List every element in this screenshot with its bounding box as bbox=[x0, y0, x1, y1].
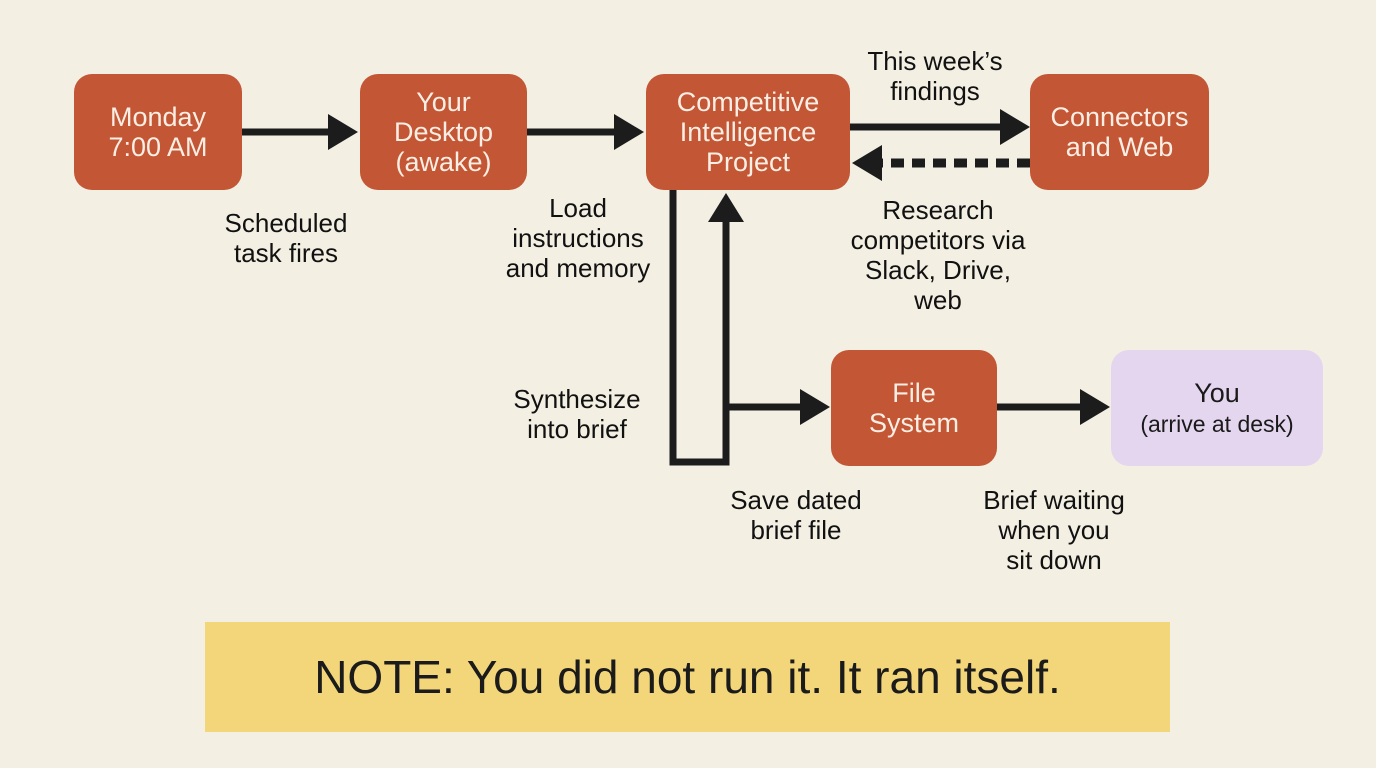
edge-brief-to-filesystem bbox=[726, 389, 830, 425]
node-connectors-and-web: Connectors and Web bbox=[1030, 74, 1209, 190]
note-banner: NOTE: You did not run it. It ran itself. bbox=[205, 622, 1170, 732]
node-you: You (arrive at desk) bbox=[1111, 350, 1323, 466]
edge-connectors-to-project bbox=[852, 145, 1030, 181]
label-weekly-findings: This week’s findings bbox=[867, 46, 1003, 107]
label-scheduled-task: Scheduled task fires bbox=[224, 208, 348, 269]
node-competitive-intelligence-project: Competitive Intelligence Project bbox=[646, 74, 850, 190]
edge-project-to-connectors bbox=[850, 109, 1030, 145]
node-file-system: File System bbox=[831, 350, 997, 466]
edge-desktop-to-project bbox=[527, 114, 644, 150]
label-research-competitors: Research competitors via Slack, Drive, w… bbox=[850, 195, 1026, 316]
edge-filesystem-to-you bbox=[997, 389, 1110, 425]
edge-synthesize-loop bbox=[669, 190, 744, 466]
node-your-desktop: Your Desktop (awake) bbox=[360, 74, 527, 190]
label-load-instructions: Load instructions and memory bbox=[505, 193, 651, 284]
label-save-brief-file: Save dated brief file bbox=[730, 485, 862, 546]
node-you-subtitle: (arrive at desk) bbox=[1140, 411, 1294, 438]
label-synthesize-brief: Synthesize into brief bbox=[513, 384, 641, 445]
edge-monday-to-desktop bbox=[242, 114, 358, 150]
note-text: NOTE: You did not run it. It ran itself. bbox=[314, 651, 1061, 703]
label-brief-waiting: Brief waiting when you sit down bbox=[983, 485, 1125, 576]
node-you-title: You bbox=[1194, 378, 1240, 408]
node-monday: Monday 7:00 AM bbox=[74, 74, 242, 190]
